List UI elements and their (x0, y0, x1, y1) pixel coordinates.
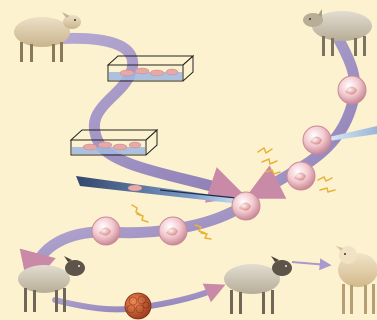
sheep-top-right (303, 9, 372, 56)
egg-icon (287, 162, 315, 190)
embryo (125, 293, 151, 319)
surrogate-sheep-mid (224, 256, 292, 314)
culture-dish-lower (71, 130, 157, 155)
egg-icon (92, 217, 120, 245)
egg-icon (303, 126, 331, 154)
fusion-egg-center (232, 192, 260, 220)
egg-icon (159, 217, 187, 245)
lamb-clone (336, 246, 377, 314)
arrow-bottom-branch (32, 212, 232, 275)
arrow-left-branch (42, 38, 232, 192)
egg-icon (338, 76, 366, 104)
arrow-to-lamb (292, 262, 328, 265)
culture-dish-upper (108, 56, 193, 81)
